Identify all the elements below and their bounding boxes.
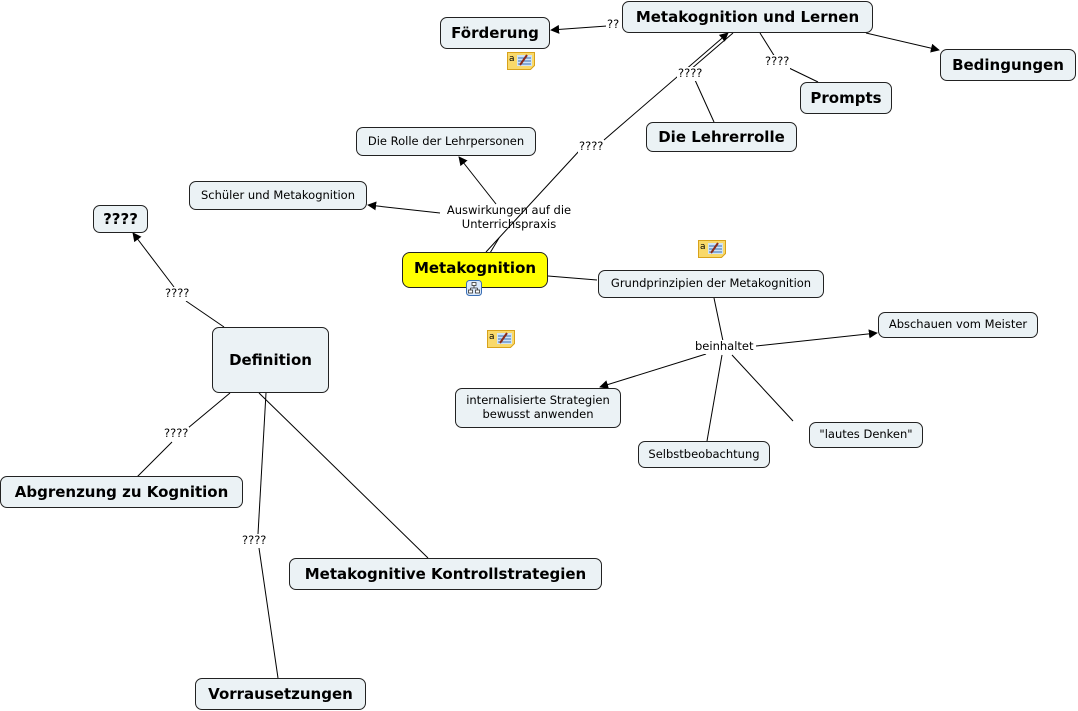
edge-def-unknown bbox=[185, 300, 225, 328]
node-vorrausetzungen[interactable]: Vorrausetzungen bbox=[195, 678, 366, 710]
edge-main-to-lernen-2 bbox=[603, 32, 729, 141]
link-label-auswirkungen: Auswirkungen auf die Unterrichspraxis bbox=[446, 203, 572, 231]
node-abschauen-vom-meister[interactable]: Abschauen vom Meister bbox=[878, 312, 1038, 338]
annotation-note-icon[interactable]: a bbox=[507, 52, 535, 70]
link-label-def-vorraus: ???? bbox=[241, 533, 268, 548]
svg-text:a: a bbox=[489, 332, 495, 342]
edge-lehrerrolle bbox=[694, 79, 715, 123]
node-metakognition[interactable]: Metakognition bbox=[402, 252, 548, 288]
node-metakognition-und-lernen[interactable]: Metakognition und Lernen bbox=[622, 1, 873, 33]
edge-def-unknown-2 bbox=[132, 232, 175, 288]
node-rolle-der-lehrpersonen[interactable]: Die Rolle der Lehrpersonen bbox=[356, 127, 536, 156]
node-selbstbeobachtung[interactable]: Selbstbeobachtung bbox=[638, 441, 770, 468]
edge-selbstbeobachtung bbox=[706, 354, 723, 442]
node-prompts[interactable]: Prompts bbox=[800, 82, 892, 114]
edge-def-abgrenzung bbox=[187, 392, 231, 429]
edge-def-vorraus-2 bbox=[258, 547, 279, 679]
link-label-foerderung: ?? bbox=[606, 17, 621, 32]
edge-def-vorraus bbox=[257, 392, 267, 535]
svg-text:a: a bbox=[509, 54, 515, 64]
link-label-to-lernen: ???? bbox=[578, 139, 605, 154]
node-internalisierte-strategien[interactable]: internalisierte Strategien bewusst anwen… bbox=[455, 388, 621, 428]
link-label-lehrerrolle: ???? bbox=[677, 66, 704, 81]
edge-def-kontroll bbox=[258, 392, 429, 559]
node-lautes-denken[interactable]: "lautes Denken" bbox=[809, 422, 923, 448]
link-label-def-unknown: ???? bbox=[164, 286, 191, 301]
node-definition[interactable]: Definition bbox=[212, 327, 329, 393]
node-abgrenzung-zu-kognition[interactable]: Abgrenzung zu Kognition bbox=[0, 476, 243, 508]
node-schueler-und-metakognition[interactable]: Schüler und Metakognition bbox=[189, 181, 367, 210]
edge-lehrerrolle-2 bbox=[689, 32, 734, 71]
edge-lautes-denken bbox=[731, 354, 794, 422]
edge-bedingungen bbox=[865, 32, 940, 53]
link-label-beinhaltet: beinhaltet bbox=[694, 339, 755, 354]
edge-rolle bbox=[458, 156, 497, 205]
edge-main-to-auswirkungen bbox=[489, 237, 500, 254]
edge-prompts-2 bbox=[788, 67, 819, 83]
edge-def-abgrenzung-2 bbox=[136, 441, 173, 478]
node-foerderung[interactable]: Förderung bbox=[440, 17, 550, 49]
link-label-prompts: ???? bbox=[764, 54, 791, 69]
edge-abschauen bbox=[755, 329, 878, 347]
link-label-def-abgrenzung: ???? bbox=[163, 426, 190, 441]
edge-internalisierte bbox=[599, 353, 707, 389]
edge-main-to-lernen bbox=[485, 149, 581, 253]
node-metakognitive-kontrollstrategien[interactable]: Metakognitive Kontrollstrategien bbox=[289, 558, 602, 590]
edge-grundprinzipien bbox=[547, 275, 598, 281]
edge-beinhaltet bbox=[713, 297, 724, 342]
svg-text:a: a bbox=[700, 242, 706, 252]
edge-foerderung bbox=[550, 24, 608, 34]
node-unknown[interactable]: ???? bbox=[93, 205, 148, 233]
annotation-note-icon[interactable]: a bbox=[487, 330, 515, 348]
edge-prompts bbox=[759, 32, 776, 58]
node-grundprinzipien[interactable]: Grundprinzipien der Metakognition bbox=[598, 270, 824, 298]
concept-map-link-icon[interactable] bbox=[466, 280, 482, 296]
node-bedingungen[interactable]: Bedingungen bbox=[940, 49, 1076, 81]
annotation-note-icon[interactable]: a bbox=[698, 240, 726, 258]
edge-schueler bbox=[367, 201, 441, 214]
node-die-lehrerrolle[interactable]: Die Lehrerrolle bbox=[646, 122, 797, 152]
